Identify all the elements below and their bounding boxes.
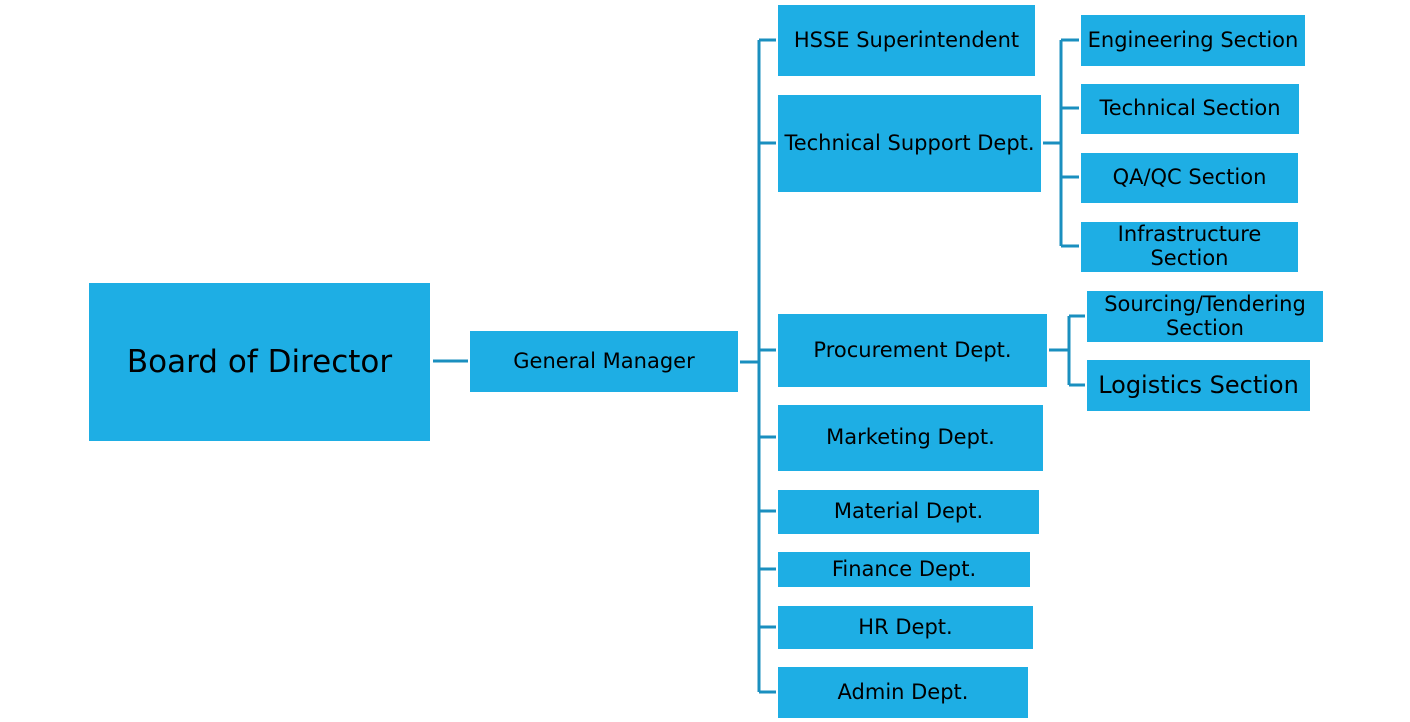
dept-procurement-box: Procurement Dept. — [778, 314, 1047, 387]
dept-admin-label: Admin Dept. — [837, 679, 969, 704]
dept-hsse-box: HSSE Superintendent — [778, 5, 1035, 76]
dept-finance-label: Finance Dept. — [831, 556, 977, 581]
section-infrastructure-label: Infrastructure Section — [1117, 222, 1262, 270]
section-infrastructure-box: Infrastructure Section — [1081, 222, 1298, 272]
dept-procurement-label: Procurement Dept. — [813, 337, 1012, 362]
section-logistics-label: Logistics Section — [1098, 371, 1299, 400]
section-qaqc-label: QA/QC Section — [1112, 165, 1267, 190]
dept-technical-support-box: Technical Support Dept. — [778, 95, 1041, 192]
dept-material-label: Material Dept. — [833, 499, 984, 524]
section-engineering-box: Engineering Section — [1081, 15, 1305, 66]
dept-material-box: Material Dept. — [778, 490, 1039, 534]
dept-finance-box: Finance Dept. — [778, 552, 1030, 587]
section-engineering-label: Engineering Section — [1087, 27, 1299, 52]
dept-hr-label: HR Dept. — [858, 614, 953, 639]
section-technical-box: Technical Section — [1081, 84, 1299, 134]
dept-admin-box: Admin Dept. — [778, 667, 1028, 718]
section-technical-label: Technical Section — [1099, 96, 1281, 121]
general-manager-label: General Manager — [513, 348, 695, 373]
general-manager-box: General Manager — [470, 331, 738, 392]
section-qaqc-box: QA/QC Section — [1081, 153, 1298, 203]
dept-marketing-box: Marketing Dept. — [778, 405, 1043, 471]
dept-hsse-label: HSSE Superintendent — [793, 27, 1020, 52]
section-sourcing-tendering-label: Sourcing/Tendering Section — [1104, 291, 1306, 340]
board-of-director-box: Board of Director — [89, 283, 430, 441]
section-sourcing-tendering-box: Sourcing/Tendering Section — [1087, 291, 1323, 342]
dept-hr-box: HR Dept. — [778, 606, 1033, 649]
dept-marketing-label: Marketing Dept. — [826, 425, 995, 450]
section-logistics-box: Logistics Section — [1087, 360, 1310, 411]
dept-technical-support-label: Technical Support Dept. — [784, 130, 1035, 155]
board-of-director-label: Board of Director — [126, 343, 393, 380]
